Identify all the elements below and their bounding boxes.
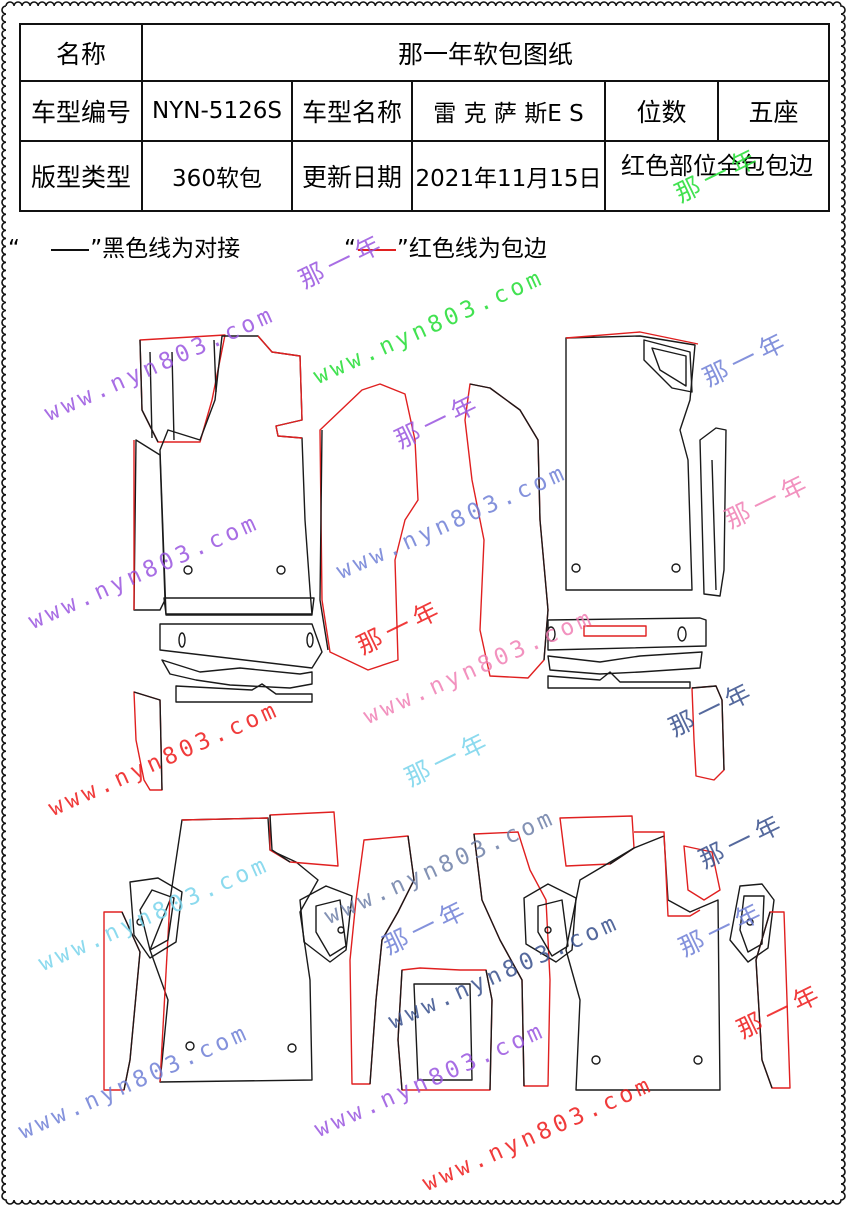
center-left-tunnel-panel (319, 383, 419, 671)
model-label: 车型名称 (291, 80, 413, 142)
legend-black-quote: “ (8, 236, 20, 262)
hole (591, 1055, 601, 1065)
spec-table: 名称 那一年软包图纸 车型编号 NYN-5126S 车型名称 雷 克 萨 斯E … (19, 23, 831, 212)
name-value: 那一年软包图纸 (140, 23, 831, 82)
front-right-foot-panel (547, 617, 707, 651)
front-left-main-panel (159, 335, 313, 616)
rear-right-armrest-piece (729, 883, 775, 963)
rear-right-main-panel (565, 835, 721, 1091)
rear-right-inner-armrest (523, 883, 577, 963)
rear-left-inner-armrest (299, 885, 353, 963)
hole (183, 565, 193, 575)
legend-black-text: ”黑色线为对接 (90, 236, 241, 262)
red-line-sample (357, 248, 396, 251)
front-left-foot-panel (159, 623, 323, 669)
date-label: 更新日期 (291, 140, 413, 212)
rear-left-armrest-piece (129, 877, 183, 959)
hole (185, 1041, 195, 1051)
front-left-bottom-strip (175, 683, 313, 703)
legend-red-text: ”红色线为包边 (396, 236, 547, 262)
seats-label: 位数 (604, 80, 719, 142)
front-right-main-panel (565, 335, 696, 591)
hole (671, 563, 681, 573)
type-value: 360软包 (141, 140, 293, 212)
name-label: 名称 (19, 23, 143, 82)
front-left-sill-strip (163, 597, 315, 615)
rear-left-top-cap (269, 811, 339, 867)
front-right-side-strip (699, 427, 727, 597)
front-right-upper-piece (643, 339, 693, 393)
code-value: NYN-5126S (141, 80, 293, 142)
rear-right-upper-strip (683, 845, 721, 901)
seats-value: 五座 (716, 80, 831, 142)
legend-black: “ ”黑色线为对接 (8, 229, 240, 263)
hole (693, 1055, 703, 1065)
hole (287, 1043, 297, 1053)
front-right-bottom-strip (547, 671, 691, 689)
front-right-red-slot (583, 625, 647, 637)
type-label: 版型类型 (19, 140, 143, 212)
code-label: 车型编号 (19, 80, 143, 142)
hole (571, 563, 581, 573)
front-right-lower-trim (547, 651, 703, 675)
black-line-sample (51, 248, 90, 251)
note-text: 红色部位全包包边 (603, 140, 831, 212)
legend-red-quote: “ (344, 236, 356, 262)
front-left-lower-trim (161, 659, 313, 689)
model-value: 雷 克 萨 斯E S (411, 80, 606, 142)
rear-right-top-cap (559, 815, 635, 867)
hole (276, 565, 286, 575)
date-value: 2021年11月15日 (411, 140, 606, 212)
legend-red: “ ”红色线为包边 (344, 229, 547, 263)
